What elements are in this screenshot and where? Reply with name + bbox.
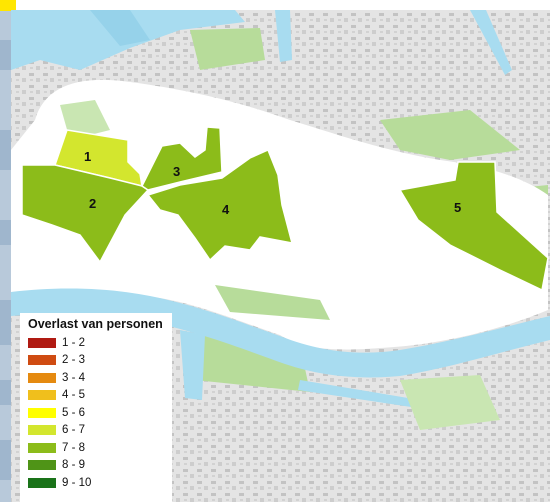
area-4-label: 4 [222,202,230,217]
area-5-polygon[interactable] [398,161,549,292]
legend-item: 5 - 6 [28,404,172,422]
legend-item: 1 - 2 [28,334,172,352]
greenery-floodplain [215,285,330,320]
legend-label: 4 - 5 [62,389,86,402]
river-inlet [180,330,205,400]
legend-label: 8 - 9 [62,459,86,472]
legend-item: 3 - 4 [28,369,172,387]
area-3-polygon[interactable] [141,126,223,191]
corner-marker [0,0,16,11]
legend-swatch [28,442,56,453]
legend-swatch [28,337,56,348]
legend-swatch [28,355,56,366]
legend-item: 7 - 8 [28,439,172,457]
south-canal [298,380,420,408]
legend-title: Overlast van personen [28,317,163,331]
legend-item: 2 - 3 [28,352,172,370]
left-margin-strip [0,0,11,502]
legend-item: 4 - 5 [28,387,172,405]
legend-swatch [28,460,56,471]
legend-label: 5 - 6 [62,406,86,419]
canal-east [470,10,512,75]
legend-swatch [28,372,56,383]
area-2-polygon[interactable] [21,164,150,264]
legend-swatch [28,477,56,488]
legend-label: 9 - 10 [62,476,92,489]
legend-panel: Overlast van personen 1 - 2 2 - 3 3 - 4 … [20,313,172,502]
river [11,288,550,378]
legend-label: 1 - 2 [62,336,86,349]
area-4-polygon[interactable] [146,148,294,262]
greenery-south [400,375,500,430]
legend-label: 3 - 4 [62,371,86,384]
area-1-label: 1 [84,149,91,164]
legend-item: 9 - 10 [28,474,172,492]
legend-label: 6 - 7 [62,424,86,437]
harbor-basin [90,10,150,46]
legend-label: 2 - 3 [62,354,86,367]
area-2-label: 2 [89,196,96,211]
area-3-label: 3 [173,164,180,179]
legend-label: 7 - 8 [62,441,86,454]
greenery-northeast [380,110,520,160]
area-5-label: 5 [454,200,461,215]
legend-item: 6 - 7 [28,422,172,440]
legend-item: 8 - 9 [28,457,172,475]
legend-swatch [28,425,56,436]
greenery-north [190,28,265,70]
legend-swatch [28,407,56,418]
greenery-inner-west [60,100,110,140]
canal-north [275,10,292,62]
legend-swatch [28,390,56,401]
